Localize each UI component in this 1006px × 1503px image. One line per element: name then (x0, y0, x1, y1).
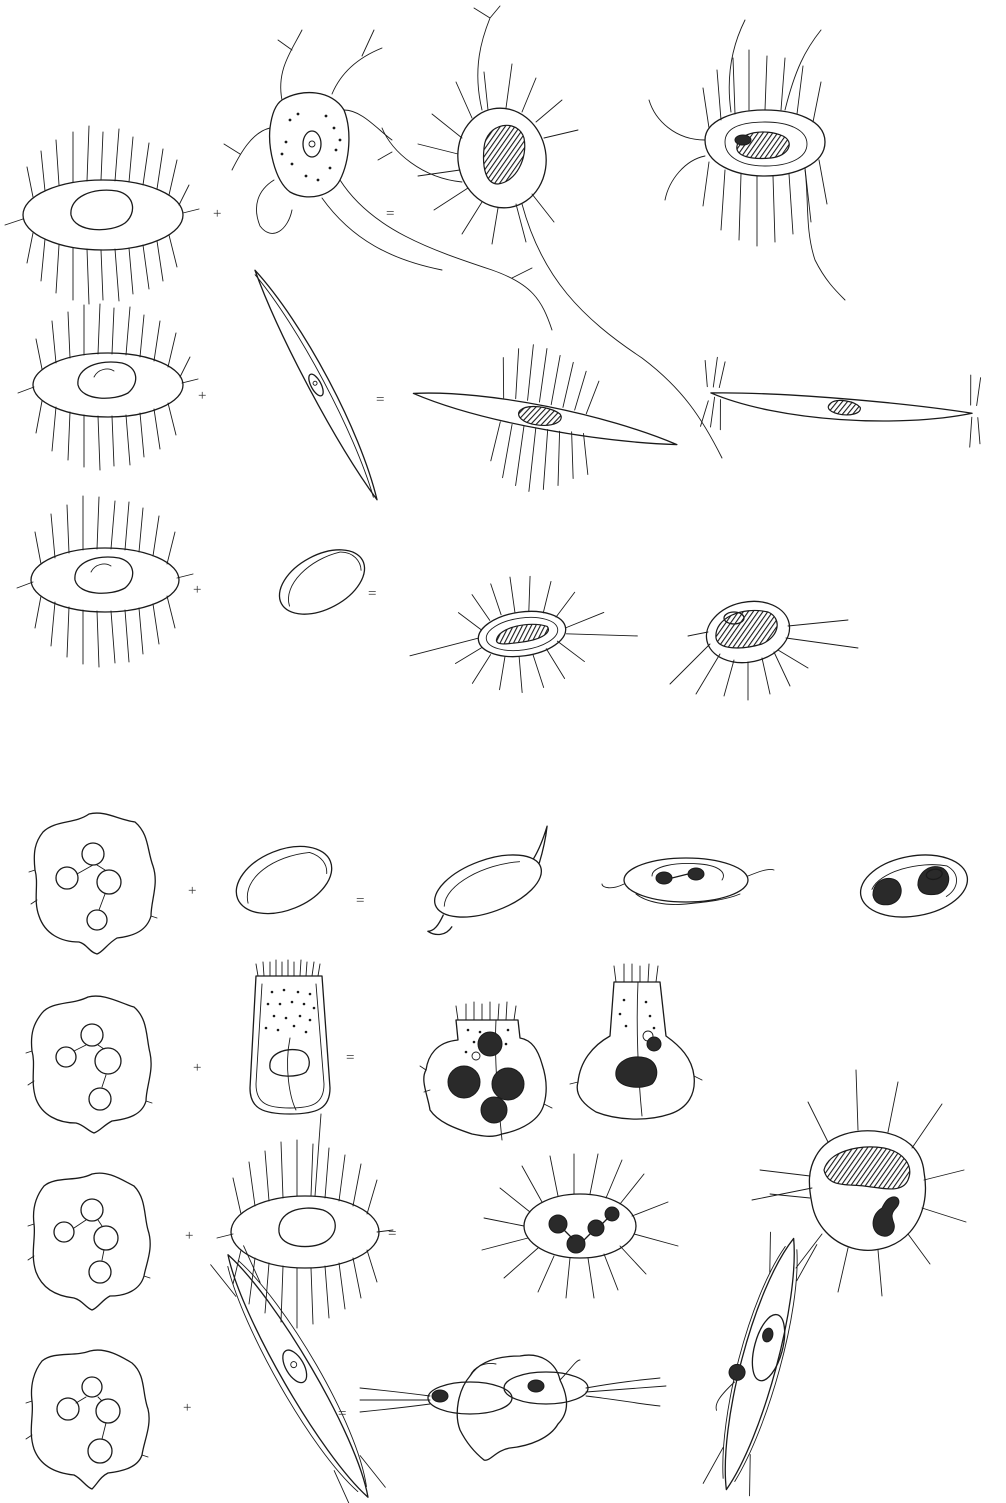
leucocyte (28, 1173, 150, 1310)
row-3: + = (17, 496, 858, 707)
fused-leucocyte-ciliated-1 (482, 1154, 678, 1298)
plus-sign: + (213, 206, 221, 222)
plus-sign: + (193, 582, 201, 598)
spindle-cell (248, 264, 389, 503)
fused-erythrocyte-ciliated-late (670, 594, 858, 700)
ciliated-cell (217, 1114, 393, 1328)
leucocyte (26, 996, 152, 1133)
equals-sign: = (376, 392, 384, 408)
erythrocyte (269, 537, 376, 628)
fused-leucocyte-epithelial-1 (420, 1002, 552, 1140)
erythrocyte (226, 833, 341, 926)
fused-erythrocyte-ciliated (401, 561, 643, 708)
plus-sign: + (198, 388, 206, 404)
row-5: + = (26, 960, 702, 1140)
ciliated-cell (5, 126, 199, 304)
plus-sign: + (185, 1228, 193, 1244)
fused-neuron-ciliated (378, 6, 722, 458)
equals-sign: = (356, 893, 364, 909)
equals-sign: = (368, 586, 376, 602)
fused-leucocyte-erythrocyte-1 (408, 826, 569, 938)
fibroblast (210, 1244, 386, 1503)
plus-sign: + (193, 1060, 201, 1076)
fused-leucocyte-fibroblast-2 (696, 1230, 817, 1496)
fused-leucocyte-epithelial-2 (570, 964, 702, 1119)
equals-sign: = (346, 1050, 354, 1066)
plus-sign: + (188, 883, 196, 899)
row-2: + = (18, 264, 985, 511)
fused-leucocyte-erythrocyte-3 (856, 847, 973, 925)
equals-sign: = (386, 206, 394, 222)
fused-leucocyte-fibroblast-1 (360, 1355, 666, 1460)
cilia (5, 126, 199, 304)
fused-spindle-ciliated (402, 329, 688, 511)
equals-sign: = (338, 1406, 346, 1422)
ciliated-cell (18, 304, 198, 470)
row-4: + = (29, 813, 972, 954)
fused-leucocyte-erythrocyte-2 (602, 858, 774, 905)
fused-spindle-ciliated-late (700, 356, 984, 447)
leucocyte (29, 813, 157, 954)
ciliated-cell (17, 496, 193, 667)
fused-neuron-ciliated-late (649, 20, 845, 300)
leucocyte (26, 1350, 149, 1489)
fused-leucocyte-ciliated-2 (752, 1070, 966, 1296)
equals-sign: = (388, 1226, 396, 1242)
plus-sign: + (183, 1400, 191, 1416)
columnar-epithelial-cell (250, 960, 330, 1114)
